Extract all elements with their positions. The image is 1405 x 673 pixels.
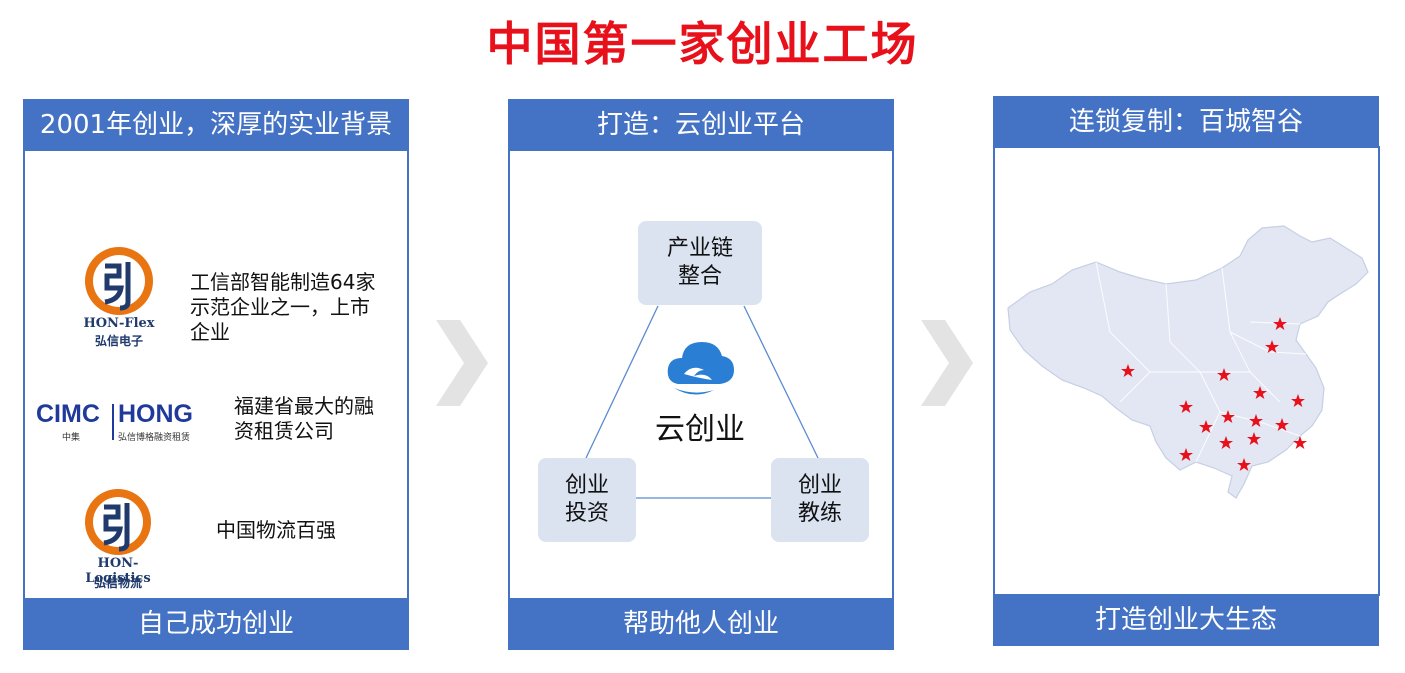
hong-logo-sub: 弘信博格融资租赁 — [118, 433, 191, 443]
cimc-logo-sub: 中集 — [62, 433, 81, 443]
panel-history-header-text: 2001年创业，深厚的实业背景 — [39, 110, 393, 140]
node-line: 产业链 — [666, 236, 733, 261]
panel-expansion-header: 连锁复制：百城智谷 — [993, 96, 1379, 148]
panel-platform-footer: 帮助他人创业 — [508, 598, 894, 650]
panel-expansion-footer-text: 打造创业大生态 — [1094, 605, 1277, 635]
panel-platform-header-text: 打造：云创业平台 — [596, 110, 805, 140]
chevron-right-icon — [436, 320, 488, 406]
desc-line: 示范企业之一，上市 — [190, 295, 370, 319]
hon-flex-logo: HON-Flex 弘信电子 — [78, 244, 160, 348]
node-investment: 创业 投资 — [538, 458, 636, 542]
desc-line: 资租赁公司 — [234, 419, 334, 443]
hon-flex-description: 工信部智能制造64家 示范企业之一，上市 企业 — [190, 270, 400, 345]
chevron-right-icon — [921, 320, 973, 406]
panel-platform-footer-text: 帮助他人创业 — [622, 609, 779, 639]
panel-expansion-header-text: 连锁复制：百城智谷 — [1068, 107, 1303, 137]
node-industry-chain: 产业链 整合 — [638, 221, 762, 305]
desc-line: 企业 — [190, 320, 230, 344]
hon-logistics-description: 中国物流百强 — [216, 518, 396, 543]
node-line: 投资 — [564, 501, 609, 526]
cimc-hong-logo: CIMC 中集 HONG 弘信博格融资租赁 — [36, 400, 206, 450]
hon-logistics-logo-name: HON-Logistics — [85, 556, 151, 586]
hon-logistics-logo-mark — [85, 489, 151, 555]
desc-line: 中国物流百强 — [216, 518, 336, 542]
cloud-icon — [667, 342, 734, 395]
hon-flex-logo-sub: 弘信电子 — [94, 334, 143, 348]
hon-logistics-logo: HON-Logistics 弘信物流 — [66, 486, 170, 594]
triangle-connectors — [585, 305, 819, 499]
panel-history-header: 2001年创业，深厚的实业背景 — [23, 99, 409, 151]
center-label: 云创业 — [655, 412, 745, 447]
cimc-logo-text: CIMC — [36, 400, 100, 428]
node-line: 创业 — [797, 473, 842, 498]
hon-flex-logo-name: HON-Flex — [83, 316, 155, 331]
cimc-hong-description: 福建省最大的融 资租赁公司 — [234, 394, 404, 444]
desc-line: 工信部智能制造64家 — [190, 270, 376, 294]
panel-history-footer: 自己成功创业 — [23, 598, 409, 650]
node-coaching: 创业 教练 — [771, 458, 869, 542]
panel-platform-header: 打造：云创业平台 — [508, 99, 894, 151]
panel-expansion-footer: 打造创业大生态 — [993, 594, 1379, 646]
panel-history-footer-text: 自己成功创业 — [137, 609, 294, 639]
desc-line: 福建省最大的融 — [234, 394, 374, 418]
node-line: 教练 — [797, 501, 842, 526]
city-stars — [1121, 317, 1307, 471]
hong-logo-text: HONG — [118, 400, 193, 428]
hon-logistics-logo-sub: 弘信物流 — [93, 576, 142, 590]
hon-flex-logo-mark — [85, 247, 153, 315]
china-map-icon — [1007, 225, 1369, 499]
node-line: 整合 — [677, 264, 722, 289]
page-title: 中国第一家创业工场 — [486, 17, 919, 71]
logo-divider — [112, 404, 114, 440]
node-line: 创业 — [564, 473, 609, 498]
